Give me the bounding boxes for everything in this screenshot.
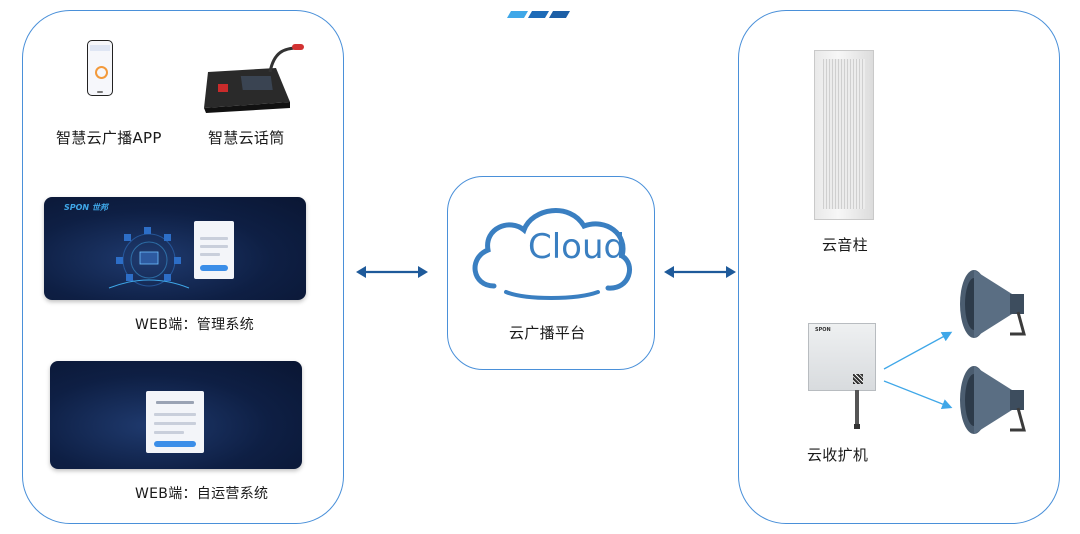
bidirectional-arrow-left (356, 266, 428, 278)
cloud-icon: Cloud (472, 208, 632, 300)
dashboard-ring-icon (108, 227, 190, 289)
web-admin-screenshot: SPON 世邦 (44, 197, 306, 300)
qr-code-icon (853, 374, 863, 384)
smartphone-icon (87, 40, 113, 96)
header-decoration (506, 11, 529, 18)
brand-logo: SPON 世邦 (64, 203, 108, 212)
header-decoration (548, 11, 571, 18)
mic-label: 智慧云话筒 (208, 129, 285, 147)
amplifier-brand: SPON (815, 327, 831, 333)
bidirectional-arrow-right (664, 266, 736, 278)
device-panel (738, 10, 1060, 524)
web-ops-screenshot (50, 361, 302, 469)
login-card (146, 391, 204, 453)
column-speaker-icon (814, 50, 874, 220)
web-admin-label: WEB端：管理系统 (135, 317, 254, 333)
web-ops-label: WEB端：自运营系统 (135, 486, 269, 502)
horn-speaker-icon (960, 366, 1026, 434)
login-card (194, 221, 234, 279)
amplifier-icon: SPON (808, 323, 876, 391)
desk-microphone-icon (204, 44, 304, 113)
cloud-text: Cloud (528, 227, 625, 267)
column-speaker-label: 云音柱 (822, 236, 868, 254)
header-decoration (527, 11, 550, 18)
horn-speaker-icon (960, 270, 1026, 338)
antenna-icon (854, 390, 860, 429)
amplifier-label: 云收扩机 (807, 446, 869, 464)
signal-lines (883, 331, 953, 409)
app-label: 智慧云广播APP (56, 129, 162, 147)
platform-label: 云广播平台 (509, 324, 586, 342)
